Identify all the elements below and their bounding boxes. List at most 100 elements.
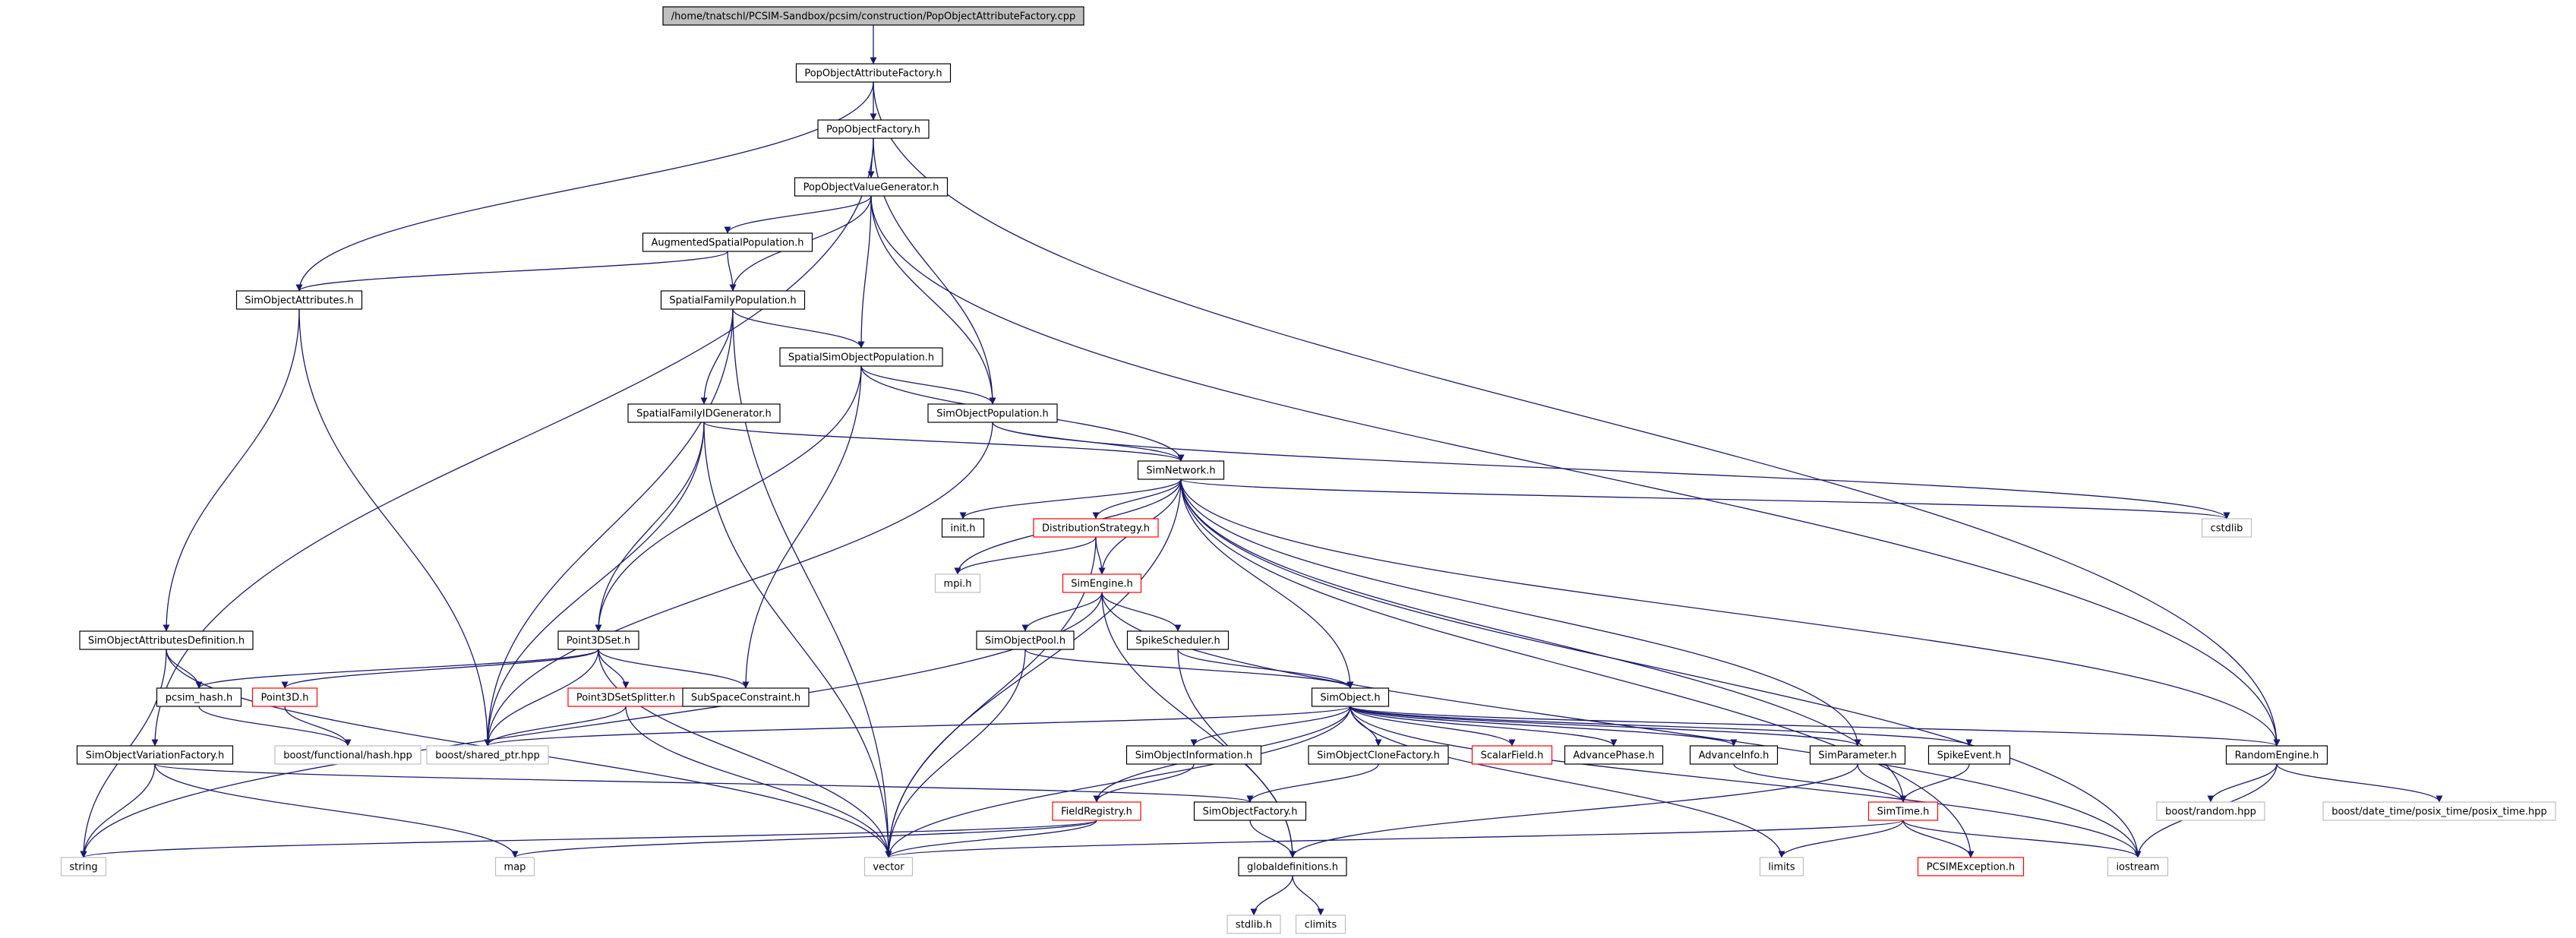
node-label: PopObjectValueGenerator.h bbox=[803, 182, 939, 194]
node-popobjectvaluegenerator-h[interactable]: PopObjectValueGenerator.h bbox=[794, 177, 949, 197]
node-box bbox=[1226, 914, 1281, 934]
node-spatialfamilyidgenerator-h[interactable]: SpatialFamilyIDGenerator.h bbox=[627, 403, 781, 423]
edge-simobjectvariationfactory-h-to-string bbox=[80, 763, 156, 858]
node-scalarfield-h[interactable]: ScalarField.h bbox=[1471, 745, 1553, 765]
edge-simtime-h-to-limits bbox=[1778, 820, 1904, 858]
node-label: globaldefinitions.h bbox=[1247, 862, 1338, 873]
node-simobjectinformation-h[interactable]: SimObjectInformation.h bbox=[1125, 745, 1262, 765]
node-point3dsetsplitter-h[interactable]: Point3DSetSplitter.h bbox=[567, 687, 684, 707]
edge-pcsim-hash-h-to-boost-functional-hash-hpp bbox=[198, 706, 352, 747]
node-pcsimexception-h[interactable]: PCSIMException.h bbox=[1917, 857, 2025, 876]
edge-spatialfamilyidgenerator-h-to-simnetwork-h bbox=[703, 422, 1185, 462]
node-box bbox=[934, 573, 981, 593]
edge-simnetwork-h-to-pcsimexception-h bbox=[1180, 478, 1975, 858]
edge-randomengine-h-to-boost-random-hpp bbox=[2207, 763, 2278, 803]
node-spikescheduler-h[interactable]: SpikeScheduler.h bbox=[1126, 630, 1230, 650]
node-map: map bbox=[494, 857, 535, 876]
node-boost-functional-hash-hpp: boost/functional/hash.hpp bbox=[274, 745, 421, 765]
node-advancephase-h[interactable]: AdvancePhase.h bbox=[1564, 745, 1664, 765]
edge-popobjectattributefactory-h-to-randomengine-h bbox=[873, 81, 2281, 747]
node-distributionstrategy-h[interactable]: DistributionStrategy.h bbox=[1033, 518, 1159, 538]
node-spikeevent-h[interactable]: SpikeEvent.h bbox=[1927, 745, 2011, 765]
node-label: vector bbox=[873, 862, 904, 873]
edge-simobjectvariationfactory-h-to-simobjectfactory-h bbox=[154, 763, 1253, 803]
node-simparameter-h[interactable]: SimParameter.h bbox=[1809, 745, 1906, 765]
node-simobjectattributes-h[interactable]: SimObjectAttributes.h bbox=[235, 290, 363, 310]
node-box bbox=[863, 857, 914, 876]
node-label: SpikeEvent.h bbox=[1937, 750, 2002, 762]
edge-simobject-h-to-simobjectinformation-h bbox=[1190, 706, 1351, 747]
node-simobjectfactory-h[interactable]: SimObjectFactory.h bbox=[1193, 801, 1307, 821]
edge-fieldregistry-h-to-string bbox=[80, 820, 1097, 858]
edge-popobjectattributefactory-h-to-simobjectattributes-h bbox=[295, 81, 874, 292]
node-label: SpikeScheduler.h bbox=[1135, 636, 1220, 647]
node-box bbox=[779, 347, 943, 367]
edge-spikeevent-h-to-simtime-h bbox=[1899, 763, 1970, 803]
node-globaldefinitions-h[interactable]: globaldefinitions.h bbox=[1238, 857, 1347, 876]
node-init-h[interactable]: init.h bbox=[941, 518, 985, 538]
edge-spatialfamilypopulation-h-to-spatialsimobjectpopulation-h bbox=[732, 308, 865, 349]
edge-simnetwork-h-to-init-h bbox=[959, 478, 1182, 520]
node-popobjectattributefactory-h[interactable]: PopObjectAttributeFactory.h bbox=[795, 63, 952, 83]
node-label: boost/functional/hash.hpp bbox=[283, 750, 412, 762]
node-simobjectattributesdefinition-h[interactable]: SimObjectAttributesDefinition.h bbox=[79, 630, 254, 650]
edge-fieldregistry-h-to-map bbox=[511, 820, 1097, 858]
edge-simnetwork-h-to-cstdlib bbox=[1180, 478, 2230, 520]
node-simobjectvariationfactory-h[interactable]: SimObjectVariationFactory.h bbox=[76, 745, 234, 765]
node-simobjectclonefactory-h[interactable]: SimObjectCloneFactory.h bbox=[1308, 745, 1449, 765]
node-label: SimObjectPool.h bbox=[985, 636, 1065, 647]
node-simengine-h[interactable]: SimEngine.h bbox=[1062, 573, 1142, 593]
node-label: boost/random.hpp bbox=[2165, 807, 2256, 818]
node-fieldregistry-h[interactable]: FieldRegistry.h bbox=[1052, 801, 1141, 821]
node-simtime-h[interactable]: SimTime.h bbox=[1867, 801, 1939, 821]
node-simobjectpool-h[interactable]: SimObjectPool.h bbox=[976, 630, 1075, 650]
edge-simobjectpopulation-h-to-boost-shared-ptr-hpp bbox=[484, 422, 993, 747]
node-box bbox=[1564, 745, 1664, 765]
node-advanceinfo-h[interactable]: AdvanceInfo.h bbox=[1689, 745, 1779, 765]
node-popobjectfactory-h[interactable]: PopObjectFactory.h bbox=[817, 119, 930, 139]
node-box bbox=[660, 290, 806, 310]
node-randomengine-h[interactable]: RandomEngine.h bbox=[2225, 745, 2328, 765]
node-label: Point3D.h bbox=[261, 693, 309, 704]
node-box bbox=[1311, 687, 1390, 707]
node-pcsim-hash-h[interactable]: pcsim_hash.h bbox=[156, 687, 242, 707]
node-box bbox=[1867, 801, 1939, 821]
node-home-tnatschl-pcsim-sandbox-pcsim-construction-popobjectattributefactory-cpp[interactable]: /home/tnatschl/PCSIM-Sandbox/pcsim/const… bbox=[662, 6, 1084, 26]
node-subspaceconstraint-h[interactable]: SubSpaceConstraint.h bbox=[682, 687, 810, 707]
node-simobjectpopulation-h[interactable]: SimObjectPopulation.h bbox=[927, 403, 1058, 423]
node-box bbox=[1471, 745, 1553, 765]
node-climits: climits bbox=[1295, 914, 1346, 934]
node-spatialfamilypopulation-h[interactable]: SpatialFamilyPopulation.h bbox=[660, 290, 806, 310]
edge-simparameter-h-to-globaldefinitions-h bbox=[1289, 763, 1858, 858]
node-box bbox=[1137, 460, 1225, 480]
edge-simobject-h-to-simparameter-h bbox=[1350, 706, 1861, 747]
node-label: SimObjectCloneFactory.h bbox=[1317, 750, 1440, 762]
node-augmentedspatialpopulation-h[interactable]: AugmentedSpatialPopulation.h bbox=[642, 232, 813, 252]
node-box bbox=[795, 63, 952, 83]
edge-simnetwork-h-to-randomengine-h bbox=[1180, 478, 2281, 747]
node-simobject-h[interactable]: SimObject.h bbox=[1311, 687, 1390, 707]
node-box bbox=[662, 6, 1084, 26]
edge-distributionstrategy-h-to-simengine-h bbox=[1095, 536, 1106, 575]
node-box bbox=[642, 232, 813, 252]
edge-point3dsetsplitter-h-to-boost-shared-ptr-hpp bbox=[484, 706, 627, 747]
node-point3dset-h[interactable]: Point3DSet.h bbox=[557, 630, 639, 650]
node-box bbox=[567, 687, 684, 707]
node-spatialsimobjectpopulation-h[interactable]: SpatialSimObjectPopulation.h bbox=[779, 347, 943, 367]
edge-simobjectpool-h-to-vector bbox=[885, 649, 1026, 858]
node-simnetwork-h[interactable]: SimNetwork.h bbox=[1137, 460, 1225, 480]
node-box bbox=[1062, 573, 1142, 593]
node-point3d-h[interactable]: Point3D.h bbox=[251, 687, 318, 707]
edge-simobjectclonefactory-h-to-simobjectfactory-h bbox=[1246, 763, 1379, 803]
node-label: DistributionStrategy.h bbox=[1042, 523, 1150, 535]
node-box bbox=[2225, 745, 2328, 765]
node-string: string bbox=[60, 857, 107, 876]
node-label: SpatialFamilyIDGenerator.h bbox=[636, 409, 772, 420]
edge-randomengine-h-to-boost-date-time-posix-time-posix-time-hpp bbox=[2276, 763, 2443, 803]
edge-distributionstrategy-h-to-mpi-h bbox=[954, 536, 1097, 575]
node-label: AdvancePhase.h bbox=[1573, 750, 1654, 762]
edge-simobject-h-to-advanceinfo-h bbox=[1350, 706, 1738, 747]
node-label: SimObjectFactory.h bbox=[1203, 807, 1298, 818]
node-box bbox=[1125, 745, 1262, 765]
node-label: SimObject.h bbox=[1320, 693, 1380, 704]
